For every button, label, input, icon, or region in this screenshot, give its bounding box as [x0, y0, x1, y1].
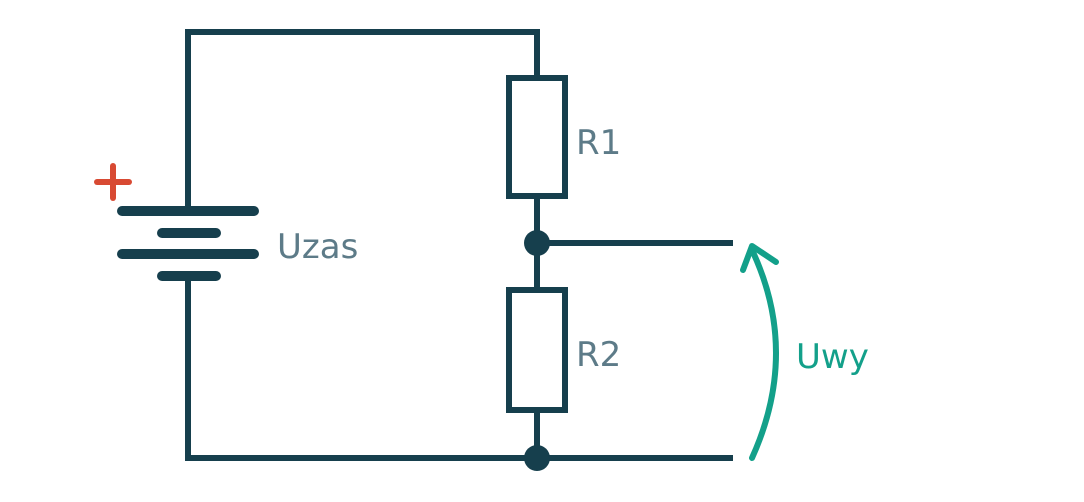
label-r1: R1: [576, 123, 621, 163]
resistor-r2: [506, 287, 568, 413]
output-voltage-arrow-arc: [749, 247, 779, 461]
label-source-voltage: Uzas: [277, 227, 358, 267]
plus-sign-icon: [94, 163, 132, 201]
label-r2: R2: [576, 335, 621, 375]
left-top-wire: [185, 29, 540, 211]
label-output-voltage: Uwy: [796, 337, 869, 377]
resistor-r1: [506, 75, 568, 199]
junction-node-bottom: [524, 445, 550, 471]
left-bottom-wire: [185, 273, 540, 461]
output-voltage-arrow-head-icon: [740, 243, 779, 273]
junction-node-middle: [524, 230, 550, 256]
